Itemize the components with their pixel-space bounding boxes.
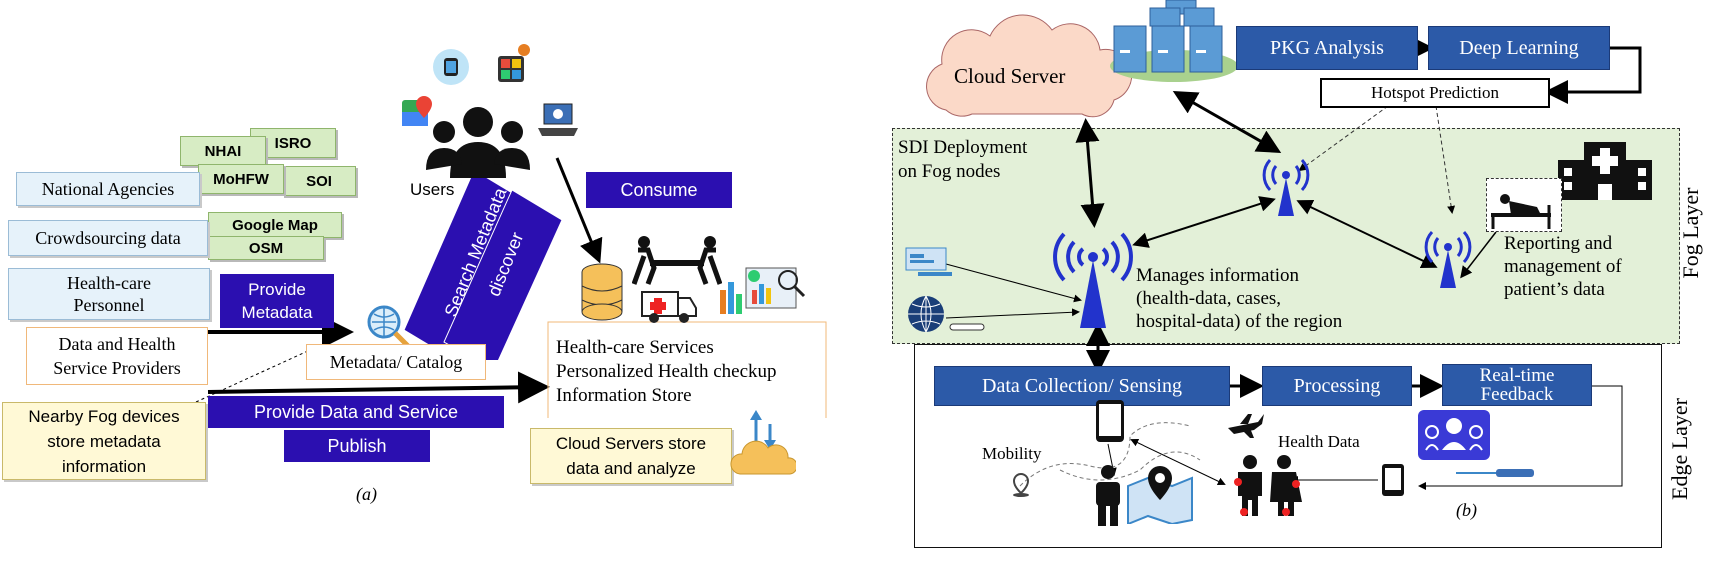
antenna-icon — [1050, 224, 1136, 328]
health-data-label: Health Data — [1278, 432, 1360, 451]
patient-bed-icon — [1486, 178, 1562, 232]
processing-box: Processing — [1262, 366, 1412, 406]
tag-google-map: Google Map — [208, 212, 342, 238]
stretcher-icon — [631, 234, 723, 286]
services-text: Health-care Services Personalized Health… — [556, 336, 826, 408]
deep-learning-box: Deep Learning — [1428, 26, 1610, 70]
metadata-catalog-box: Metadata/ Catalog — [306, 344, 486, 380]
tag-soi: SOI — [282, 166, 356, 196]
data-collection-box: Data Collection/ Sensing — [934, 366, 1230, 406]
users-icon — [426, 104, 530, 178]
apps-icon — [490, 42, 534, 86]
cloud-upload-icon — [730, 408, 798, 478]
manages-info-text: Manages information(health-data, cases,h… — [1136, 265, 1343, 332]
hotspot-prediction-box: Hotspot Prediction — [1320, 78, 1550, 108]
mobility-label: Mobility — [982, 444, 1042, 463]
provide-data-service-action: Provide Data and Service — [208, 396, 504, 428]
tag-mohfw: MoHFW — [198, 164, 284, 194]
consume-arrow — [555, 157, 603, 264]
ambulance-icon — [640, 286, 698, 324]
services-line-3: Information Store — [556, 385, 692, 406]
provide-data-arrow — [207, 371, 550, 404]
smartwatch-icon — [432, 48, 470, 86]
hospital-icon — [1554, 140, 1656, 200]
elderly-couple-icon — [1230, 454, 1306, 518]
tag-osm: OSM — [208, 236, 324, 260]
smartphone-icon — [1380, 462, 1408, 498]
magnifier-globe-icon — [364, 302, 412, 350]
airplane-icon — [1226, 410, 1266, 440]
caption-b: (b) — [1456, 500, 1477, 520]
fog-layer-region — [892, 128, 1680, 344]
laptop-icon — [534, 100, 582, 140]
fog-dashed-line — [195, 349, 311, 403]
users-label: Users — [410, 180, 455, 199]
cloud-server-shape — [916, 14, 1133, 128]
antenna-icon — [1420, 224, 1476, 290]
map-icon — [1124, 464, 1196, 526]
globe-icon — [906, 294, 986, 334]
fog-layer-label: Fog Layer — [1678, 187, 1703, 279]
database-icon — [580, 262, 624, 322]
doctor-support-icon — [1418, 410, 1490, 460]
edge-layer-label: Edge Layer — [1667, 398, 1692, 500]
monitor-icon — [904, 246, 952, 280]
cloud-server-label: Cloud Server — [954, 64, 1066, 88]
analytics-icon — [716, 260, 816, 316]
consume-action: Consume — [586, 172, 732, 208]
services-line-1: Health-care Services — [556, 337, 714, 358]
server-stack-icon — [1108, 0, 1240, 84]
publish-action: Publish — [284, 430, 430, 462]
smartphone-icon — [1094, 398, 1128, 444]
sensor-icon — [1456, 466, 1536, 478]
antenna-icon — [1258, 150, 1314, 218]
location-icon — [1010, 472, 1032, 498]
map-pin-icon — [400, 94, 436, 130]
search-discover-band: Search Metadata discover — [404, 170, 563, 360]
user-walking-icon — [1088, 464, 1128, 526]
crowdsourcing-box: Crowdsourcing data — [8, 220, 208, 256]
caption-a: (a) — [356, 484, 377, 504]
services-line-2: Personalized Health checkup — [556, 361, 777, 382]
pkg-analysis-box: PKG Analysis — [1236, 26, 1418, 70]
tag-nhai: NHAI — [180, 136, 266, 166]
national-agencies-box: National Agencies — [16, 172, 200, 206]
